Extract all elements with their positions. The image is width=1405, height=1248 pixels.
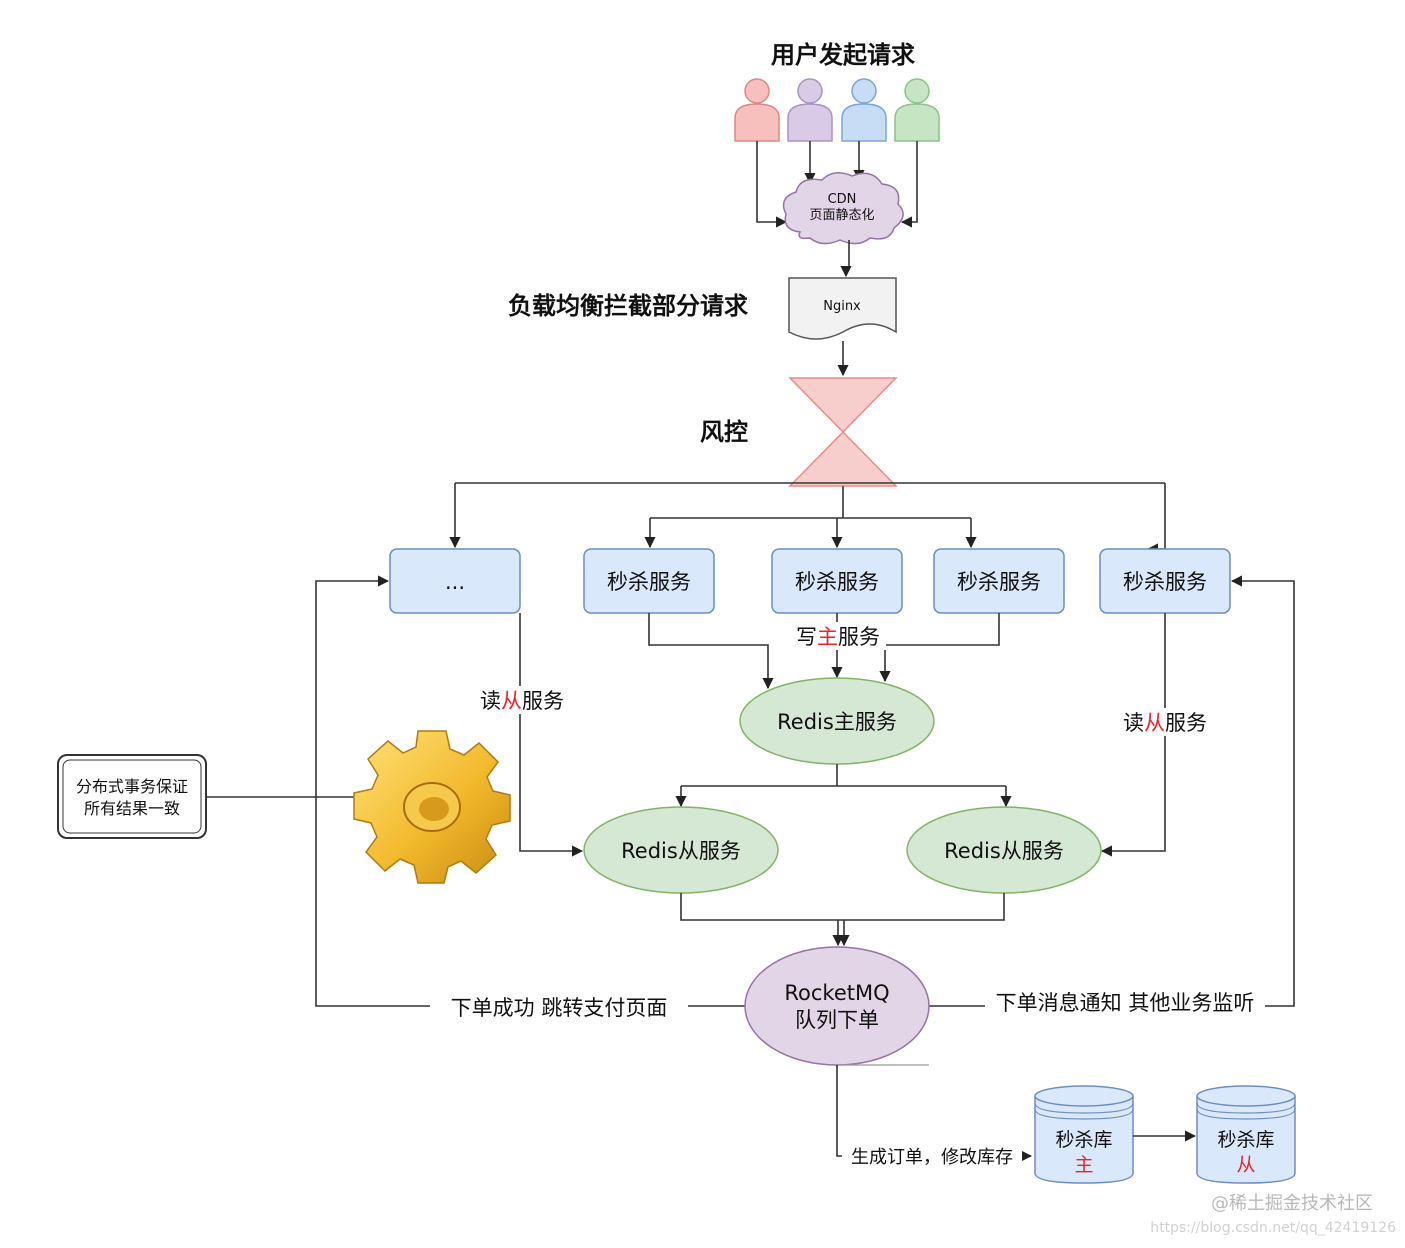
redis-slave-2: Redis从服务 (906, 806, 1102, 894)
cdn-label: CDN (828, 192, 857, 207)
watermark-line2: https://blog.csdn.net/qq_42419126 (1150, 1220, 1396, 1236)
redis-master-label: Redis主服务 (777, 710, 897, 734)
svg-text:读从服务: 读从服务 (1123, 711, 1207, 735)
seckill-service-3: 秒杀服务 (933, 548, 1065, 614)
redis-slave-label: Redis从服务 (944, 839, 1064, 863)
load-balance-label: 负载均衡拦截部分请求 (508, 292, 748, 320)
watermark-line1: @稀土掘金技术社区 (1211, 1193, 1373, 1214)
database-slave: 秒杀库 从 (1196, 1085, 1296, 1184)
create-order-label: 生成订单，修改库存 (851, 1147, 1013, 1168)
rocketmq-label: RocketMQ (784, 981, 889, 1005)
service-label: 秒杀服务 (795, 570, 879, 594)
cdn-cloud: CDN 页面静态化 (782, 172, 904, 245)
seckill-service-2: 秒杀服务 (771, 548, 903, 614)
user-icon (787, 78, 833, 142)
db-master-role: 主 (1074, 1154, 1093, 1176)
redis-master: Redis主服务 (739, 677, 935, 765)
user-icon (894, 78, 940, 142)
rocketmq-queue: RocketMQ 队列下单 (744, 946, 930, 1066)
distributed-line1: 分布式事务保证 (76, 777, 188, 796)
risk-control-hourglass (788, 377, 898, 487)
gear-icon (353, 730, 511, 884)
service-box-ellipsis: ... (389, 548, 521, 614)
page-title: 用户发起请求 (771, 41, 915, 69)
order-notify-label: 下单消息通知 其他业务监听 (996, 991, 1255, 1015)
service-ellipsis-label: ... (445, 570, 465, 594)
nginx-node: Nginx (788, 277, 897, 340)
service-label: 秒杀服务 (607, 570, 691, 594)
order-success-label: 下单成功 跳转支付页面 (451, 996, 668, 1020)
read-slave-label-right: 读从服务 (1117, 708, 1213, 736)
redis-slave-label: Redis从服务 (621, 839, 741, 863)
svg-text:读从服务: 读从服务 (480, 689, 564, 713)
user-group (734, 78, 940, 142)
svg-text:写主服务: 写主服务 (796, 625, 880, 649)
rocketmq-sublabel: 队列下单 (795, 1008, 879, 1032)
db-master-name: 秒杀库 (1055, 1129, 1112, 1151)
user-icon (841, 78, 887, 142)
db-slave-name: 秒杀库 (1217, 1129, 1274, 1151)
write-master-label: 写主服务 (790, 622, 886, 650)
risk-control-label: 风控 (700, 418, 748, 446)
read-slave-label-left: 读从服务 (474, 686, 570, 714)
distributed-line2: 所有结果一致 (84, 799, 180, 818)
database-master: 秒杀库 主 (1034, 1085, 1134, 1184)
cdn-sublabel: 页面静态化 (809, 208, 874, 223)
service-label: 秒杀服务 (1123, 570, 1207, 594)
redis-slave-1: Redis从服务 (583, 806, 779, 894)
service-label: 秒杀服务 (957, 570, 1041, 594)
seckill-service-4: 秒杀服务 (1099, 548, 1231, 614)
distributed-transaction-note: 分布式事务保证 所有结果一致 (57, 754, 207, 839)
user-icon (734, 78, 780, 142)
nginx-label: Nginx (823, 299, 861, 314)
db-slave-role: 从 (1236, 1154, 1255, 1176)
seckill-service-1: 秒杀服务 (583, 548, 715, 614)
